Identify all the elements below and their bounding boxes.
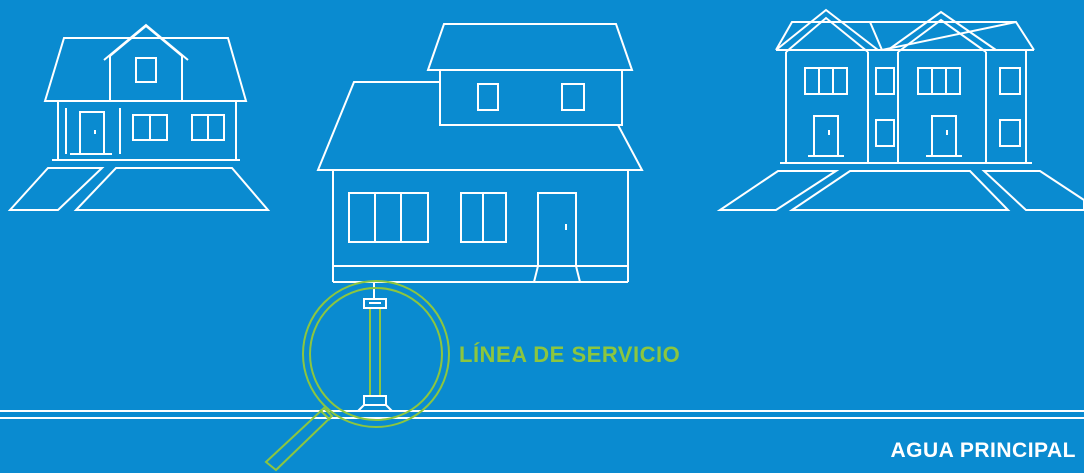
two-story-house-icon <box>316 23 644 283</box>
house-icon-left <box>7 23 271 211</box>
water-main-label: AGUA PRINCIPAL <box>890 439 1076 462</box>
service-line-pipe <box>369 308 381 396</box>
pipe-fitting-icon-bottom <box>357 395 393 412</box>
duplex-house-icon <box>716 8 1084 211</box>
water-main-pipe <box>0 410 1084 419</box>
pipe-fitting-icon-top <box>363 283 387 309</box>
service-line-label: LÍNEA DE SERVICIO <box>459 342 681 367</box>
magnifying-glass-icon <box>264 280 450 472</box>
